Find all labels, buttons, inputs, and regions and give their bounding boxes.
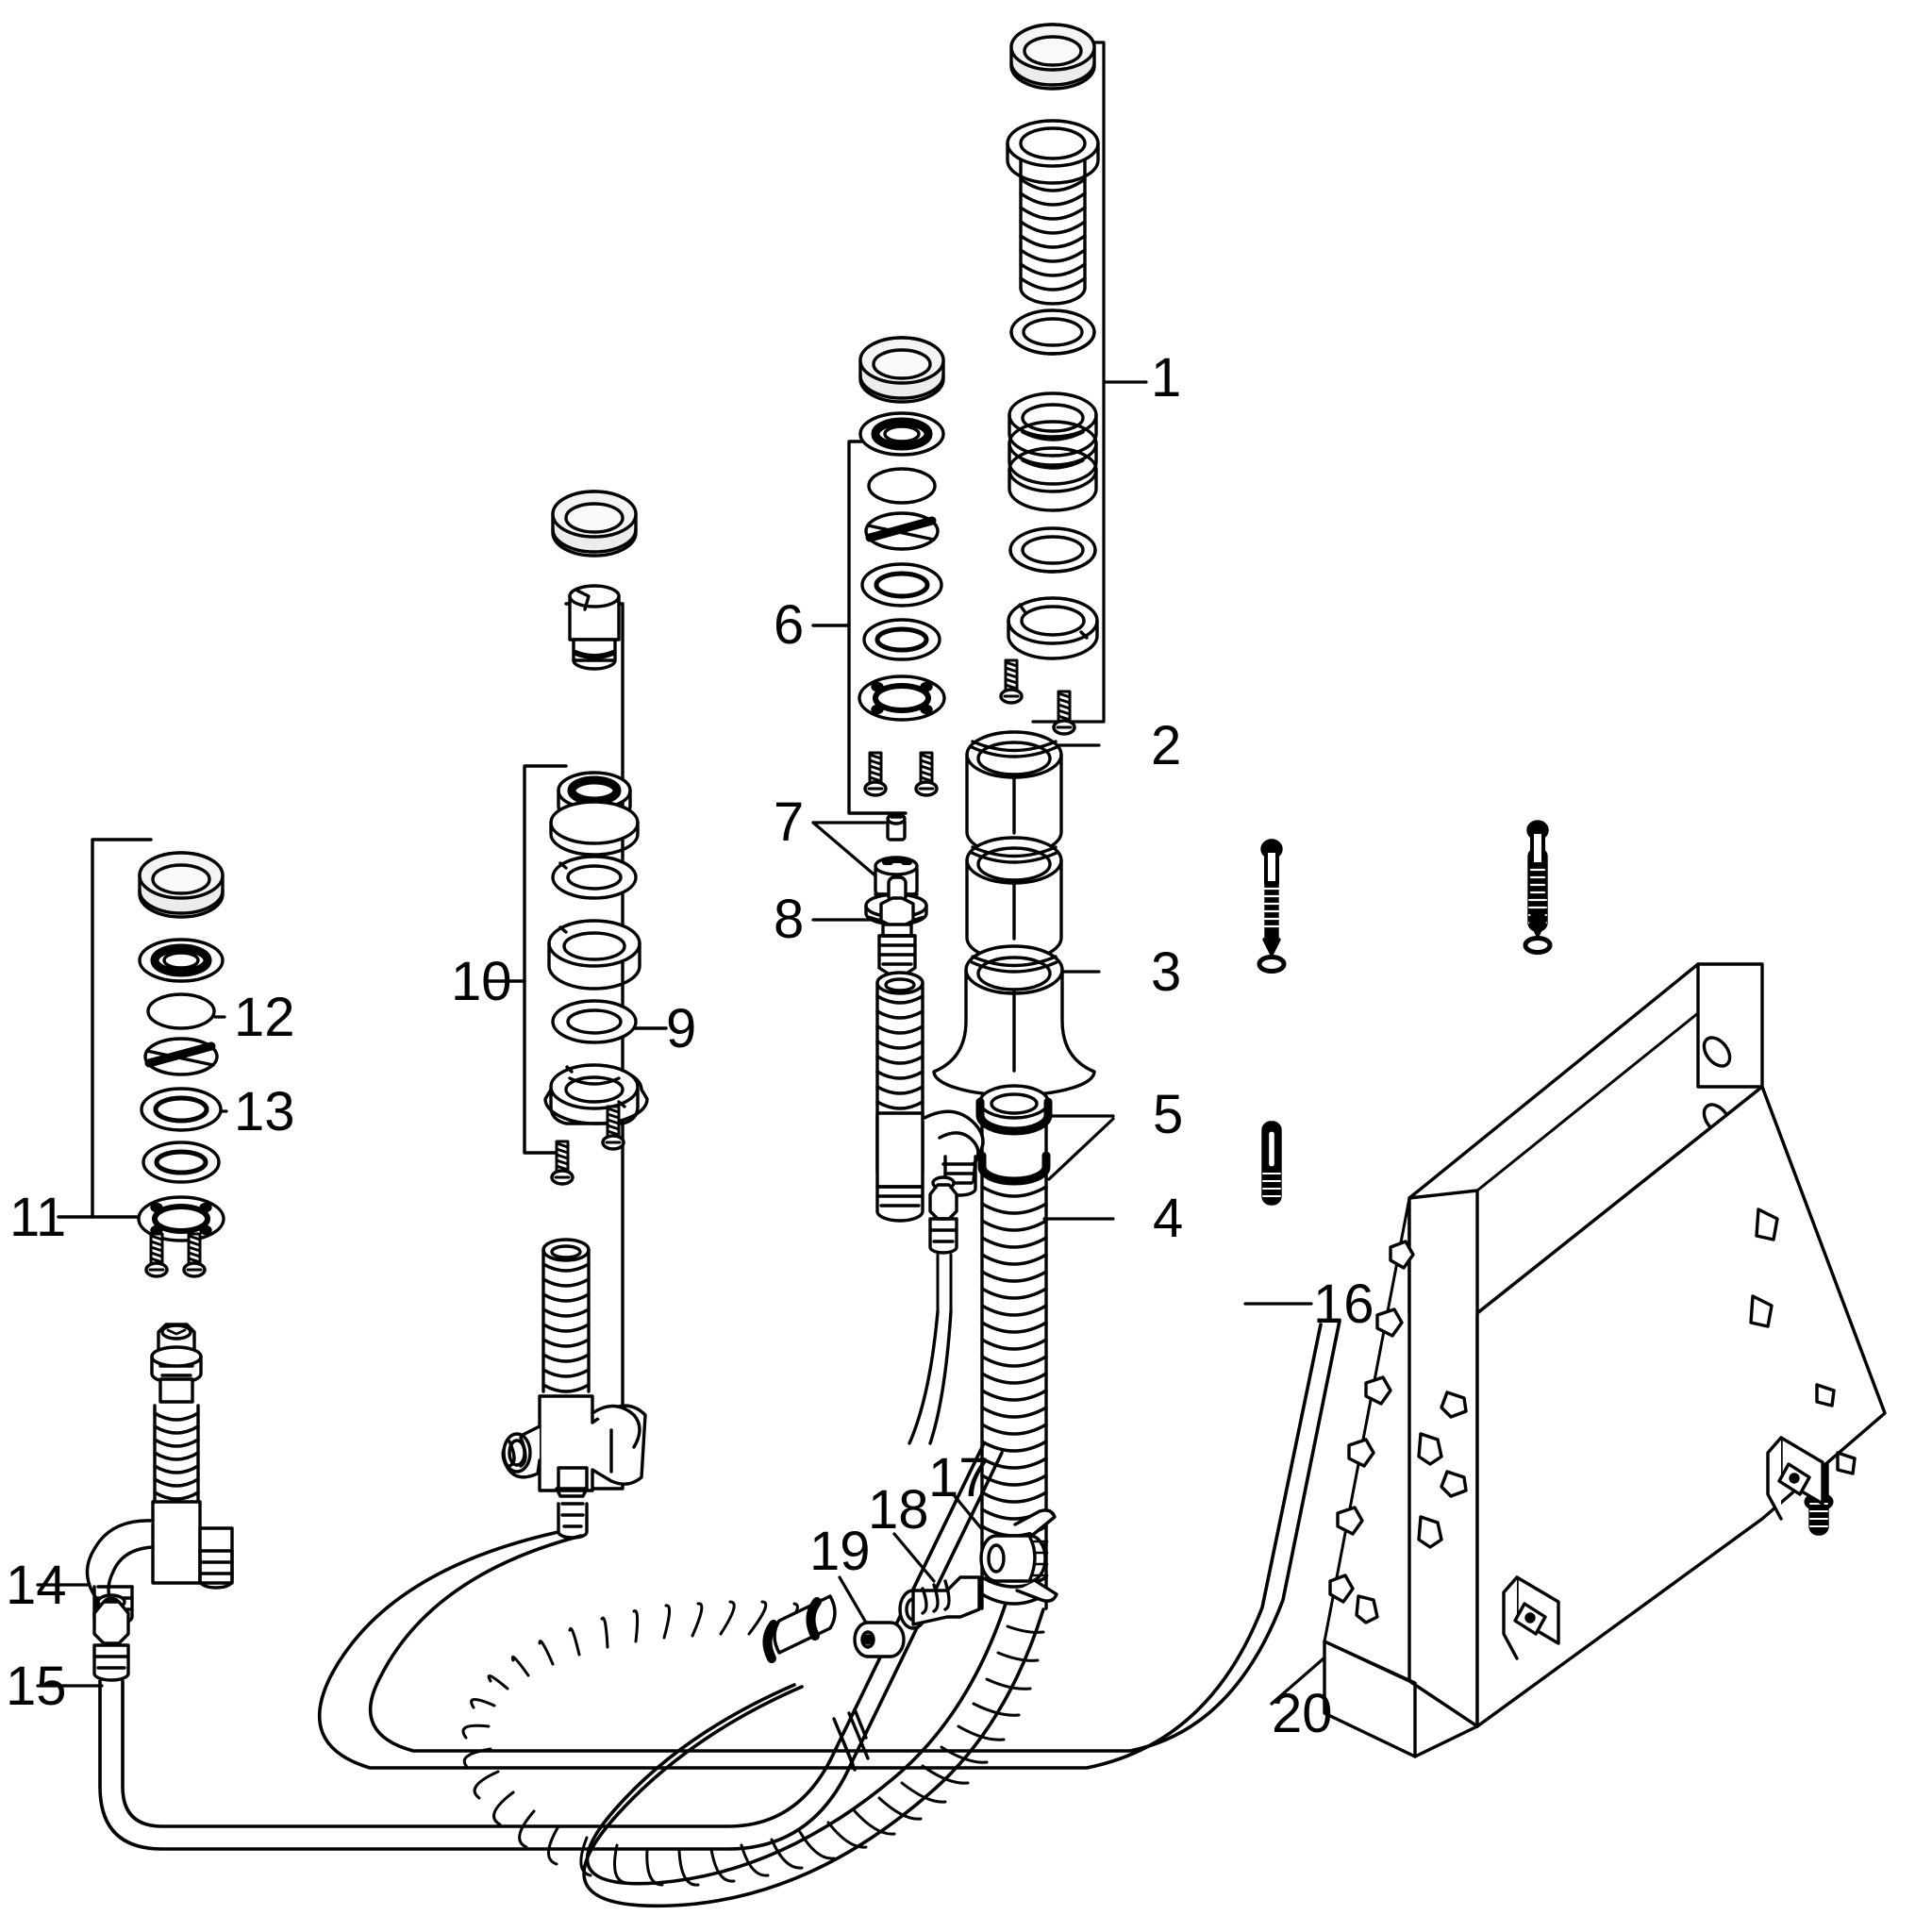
callout-label-1: 1: [1151, 347, 1182, 408]
diverter-riser-hose: [875, 971, 985, 1223]
leader-line-20: [1270, 1651, 1332, 1706]
group-17-18-19: [838, 1494, 1058, 1658]
bottom-coiled-hose-icon: [461, 1594, 1045, 1908]
grub-screw-icon: [886, 812, 907, 841]
seal-seat-ring-icon: [138, 938, 225, 983]
group-6-diverter-trim: [811, 336, 946, 815]
t-valve-body-icon: [501, 1394, 647, 1540]
hose-nipple-icon: [898, 1575, 981, 1630]
screw-icon: [863, 751, 888, 797]
seal-seat-ring-icon: [858, 411, 945, 457]
bracket-line-11: [57, 838, 153, 1219]
bracket-left-wing-icon: [1407, 1189, 1479, 1728]
callout-label-12: 12: [234, 987, 295, 1048]
handle-stem-adapter-icon: [568, 584, 621, 671]
callout-label-11: 11: [9, 1187, 67, 1248]
mounting-flange-icon: [543, 1063, 649, 1125]
callout-label-10: 10: [451, 951, 512, 1012]
callout-label-7: 7: [774, 791, 805, 853]
corrugated-neck-icon: [153, 1404, 200, 1502]
screw-icon: [999, 658, 1024, 705]
callout-label-6: 6: [774, 594, 805, 656]
escutcheon-base-icon: [137, 1195, 225, 1242]
group-16-fixings: [1243, 822, 1831, 1675]
leader-line-5b: [1047, 1117, 1115, 1181]
bracket-line-9: [564, 602, 668, 1491]
callout-label-3: 3: [1151, 941, 1182, 1003]
plain-disc-icon: [146, 992, 216, 1030]
group-1-handle-trim-sleeve-kit: [999, 23, 1148, 736]
compression-nut-icon: [92, 1593, 130, 1682]
flat-washer-icon: [1008, 526, 1097, 574]
gasket-ring-icon: [143, 1037, 219, 1076]
thin-washer-icon: [142, 1141, 221, 1184]
group-2-extension-sleeve: [965, 730, 1101, 857]
leader-line-7b: [811, 821, 879, 879]
hose-ferrule-icon: [762, 1594, 837, 1663]
group-8-cartridge: [811, 875, 917, 981]
group-11-handle-trim-left: [57, 838, 228, 1278]
group-20-mounting-bracket: [1270, 962, 1887, 1758]
dome-cap-icon: [551, 490, 638, 558]
escutcheon-base-icon: [858, 675, 946, 722]
callout-label-18: 18: [868, 1479, 929, 1541]
callout-label-14: 14: [6, 1555, 67, 1616]
smooth-hose-icon: [98, 1443, 1004, 1851]
wall-plug-icon: [1261, 1121, 1282, 1206]
floor-angle-bracket-icon: [1502, 1575, 1560, 1660]
dome-cap-icon: [1009, 23, 1096, 91]
callout-label-5: 5: [1153, 1084, 1184, 1145]
thin-washer-icon: [551, 999, 638, 1044]
dome-cap-icon: [858, 336, 945, 404]
coupling-clip-icon: [979, 1508, 1058, 1603]
callout-label-9: 9: [666, 998, 697, 1059]
retaining-ring-icon: [1007, 596, 1099, 660]
spout-stem-icon: [150, 1323, 203, 1404]
callout-label-4: 4: [1153, 1188, 1184, 1249]
group-9-valve-trim: [487, 490, 668, 1540]
leader-line-18: [892, 1532, 936, 1583]
callout-label-2: 2: [1151, 715, 1182, 776]
spacer-bushing-icon: [853, 1621, 906, 1658]
callout-label-16: 16: [1313, 1274, 1374, 1335]
callout-label-19: 19: [809, 1521, 871, 1582]
screw-icon: [1052, 690, 1076, 736]
group-3-base-adapter: [932, 944, 1101, 1097]
thin-washer-icon: [862, 618, 941, 661]
bracket-side-wall-icon: [1323, 1196, 1479, 1758]
spacer-ring-icon: [547, 919, 641, 991]
corrugated-riser-9-icon: [541, 1238, 591, 1393]
hose-coupling-upper-icon: [928, 1175, 958, 1313]
callout-label-8: 8: [774, 889, 805, 950]
group-4-5-riser-hose: [975, 1084, 1115, 1610]
thick-washer-icon: [860, 562, 943, 608]
screw-icon: [550, 1140, 575, 1186]
callout-label-17: 17: [928, 1447, 990, 1508]
floor-angle-bracket-icon: [1766, 1436, 1824, 1521]
callout-label-13: 13: [234, 1081, 295, 1142]
leader-line-19: [838, 1575, 868, 1624]
leader-line-17: [953, 1494, 983, 1530]
flat-washer-icon: [551, 855, 638, 900]
group-14-15-spout-hose: [36, 1323, 1004, 1851]
dome-cap-icon: [138, 851, 225, 919]
gasket-ring-icon: [864, 511, 940, 551]
hose-collar-upper-icon: [975, 1084, 1053, 1186]
anchor-screw-icon: [1259, 841, 1284, 972]
thick-washer-icon: [140, 1087, 223, 1132]
seal-seat-collar-icon: [549, 771, 640, 857]
lower-hose-icon: [908, 1309, 953, 1445]
stacked-bushing-icon: [1008, 391, 1098, 512]
callout-label-20: 20: [1272, 1683, 1333, 1744]
o-ring-icon: [1009, 308, 1096, 356]
screw-icon: [914, 751, 939, 797]
callout-label-15: 15: [6, 1656, 67, 1717]
plain-disc-icon: [867, 467, 937, 505]
extension-sleeve-2: [965, 836, 1063, 962]
threaded-sleeve-icon: [1006, 119, 1100, 306]
crossover-hose-icon: [317, 1319, 1341, 1770]
